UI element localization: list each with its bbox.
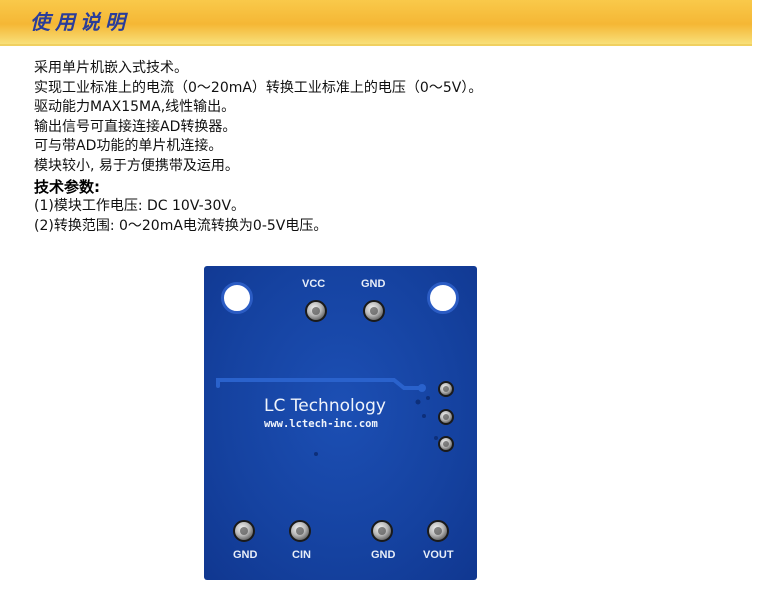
pin-label-gnd: GND	[371, 549, 396, 561]
pin-label-gnd: GND	[361, 278, 386, 290]
solder-pad-gnd	[363, 300, 385, 322]
solder-pad-cin	[289, 520, 311, 542]
params-item: (1)模块工作电压: DC 10V-30V。	[34, 198, 246, 214]
description-line: 输出信号可直接连接AD转换器。	[34, 118, 237, 135]
params-item: (2)转换范围: 0～20mA电流转换为0-5V电压。	[34, 217, 328, 234]
description-line: 驱动能力MAX15MA,线性输出。	[34, 99, 236, 115]
header-banner: 使用说明	[0, 0, 752, 46]
solder-pad-vout	[427, 520, 449, 542]
solder-pad-vcc	[305, 300, 327, 322]
description-line: 模块较小, 易于方便携带及运用。	[34, 157, 239, 174]
mount-hole	[427, 282, 459, 314]
solder-pad	[438, 381, 454, 397]
solder-pad-gnd	[233, 520, 255, 542]
solder-pad	[438, 436, 454, 452]
pin-label-vcc: VCC	[302, 278, 326, 290]
description-line: 实现工业标准上的电流（0～20mA）转换工业标准上的电压（0～5V）。	[34, 79, 483, 96]
board-brand: LC Technology	[264, 396, 386, 416]
header-title: 使用说明	[30, 10, 130, 34]
solder-pad	[438, 409, 454, 425]
params-heading: 技术参数:	[34, 178, 100, 196]
pin-label-cin: CIN	[292, 549, 311, 561]
board-website: www.lctech-inc.com	[264, 418, 378, 430]
mount-hole	[221, 282, 253, 314]
pin-label-vout: VOUT	[423, 549, 454, 561]
description-section: 采用单片机嵌入式技术。 实现工业标准上的电流（0～20mA）转换工业标准上的电压…	[34, 59, 734, 236]
pin-label-gnd: GND	[233, 549, 258, 561]
description-line: 采用单片机嵌入式技术。	[34, 60, 188, 76]
pcb-module-photo: VCC GND LC Technology www.lctech-inc.com…	[204, 266, 477, 580]
solder-pad-gnd	[371, 520, 393, 542]
description-line: 可与带AD功能的单片机连接。	[34, 138, 223, 154]
pcb-trace	[216, 378, 438, 456]
